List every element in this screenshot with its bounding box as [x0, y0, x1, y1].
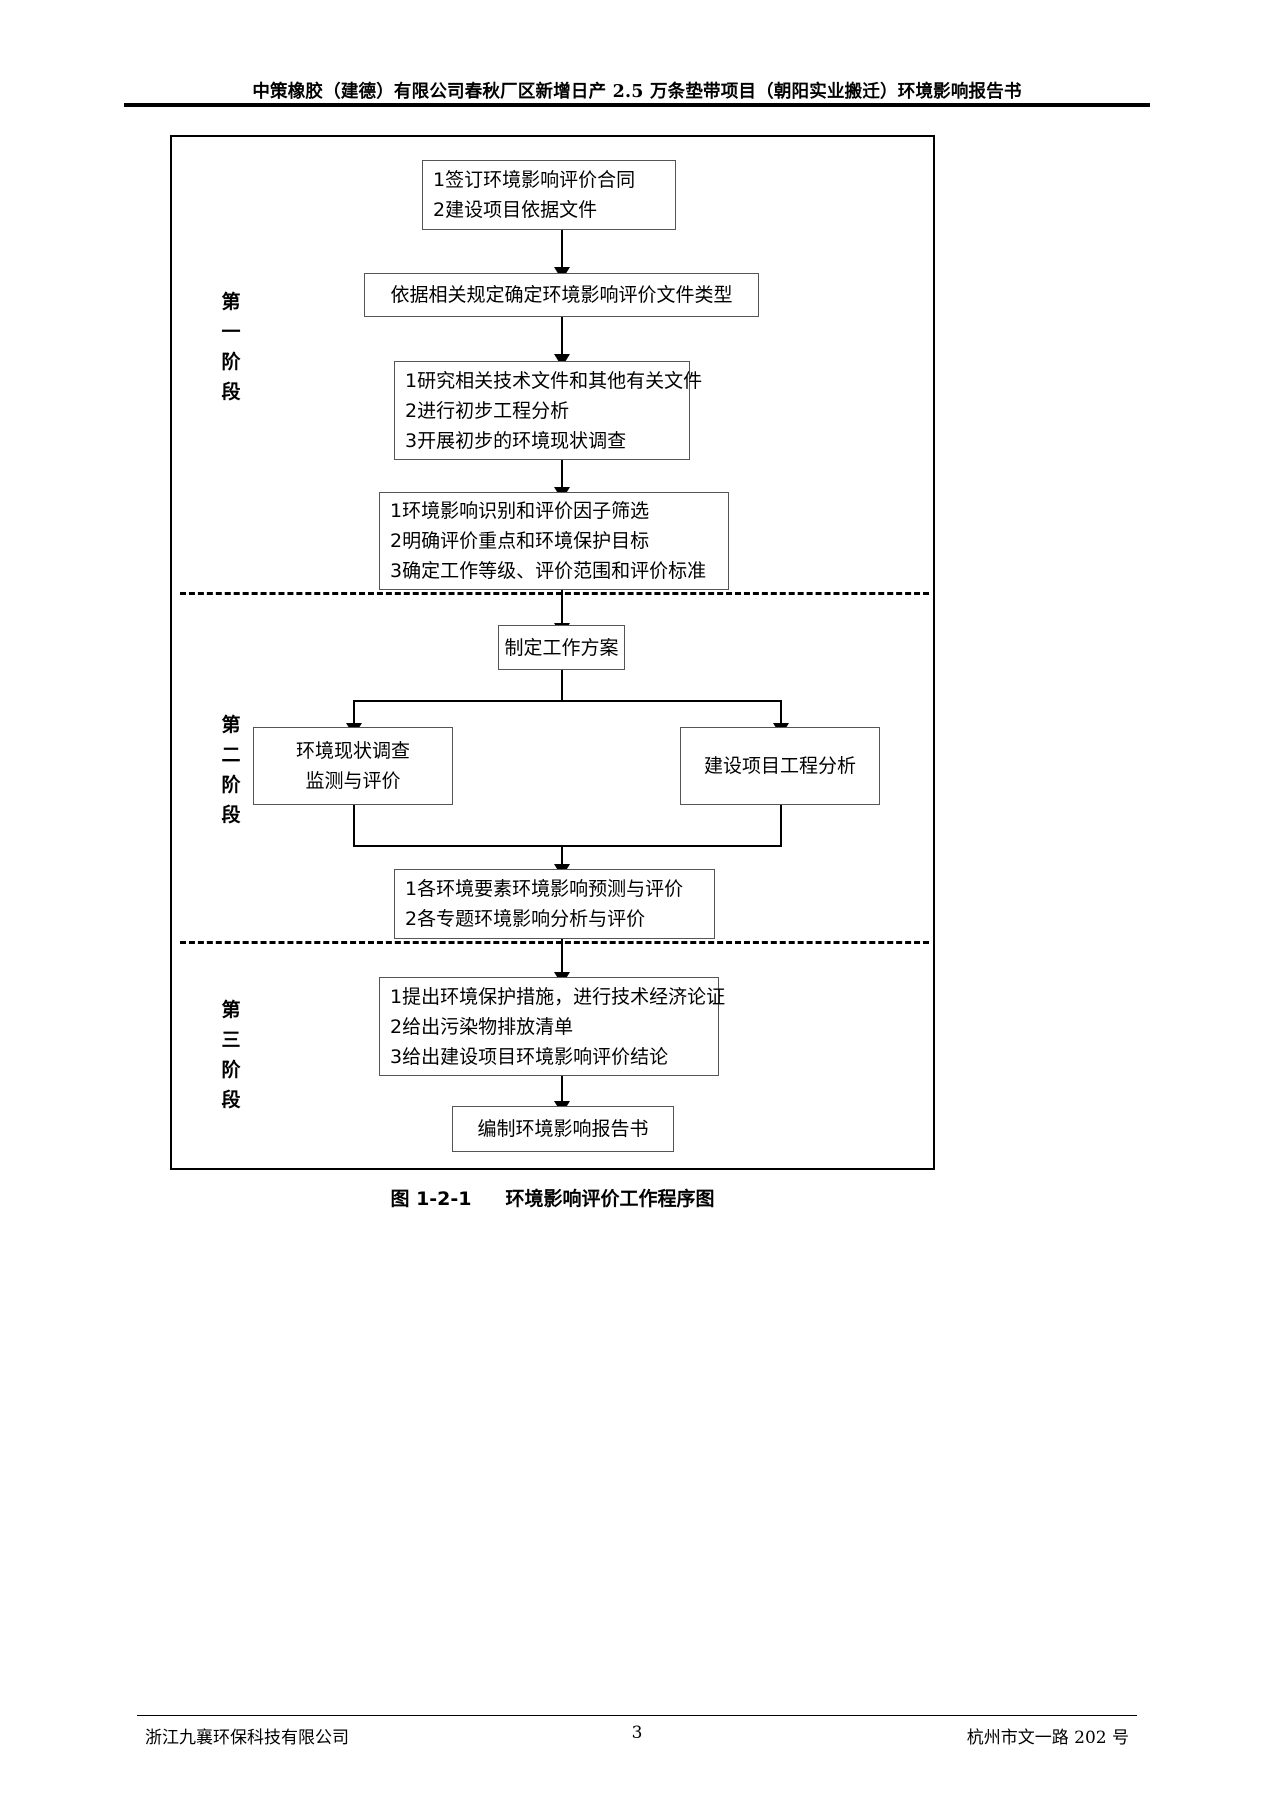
- measures-node-line-1: 2给出污染物排放清单: [390, 1015, 574, 1038]
- stage-3-char-2: 阶: [221, 1059, 241, 1081]
- preliminary-study-node-line-0: 1研究相关技术文件和其他有关文件: [405, 369, 703, 392]
- stage-1-char-0: 第: [221, 291, 241, 313]
- connector-3-4: [561, 460, 563, 493]
- page-footer: 浙江九襄环保科技有限公司 3 杭州市文一路 202 号: [137, 1723, 1137, 1753]
- contract-node[interactable]: 1签订环境影响评价合同 2建设项目依据文件: [422, 160, 676, 230]
- doc-type-node-line-0: 依据相关规定确定环境影响评价文件类型: [390, 284, 733, 306]
- stage-3-char-3: 段: [221, 1089, 241, 1111]
- connector-bus-left: [353, 700, 355, 729]
- prediction-node-line-1: 2各专题环境影响分析与评价: [405, 908, 646, 930]
- work-plan-node[interactable]: 制定工作方案: [498, 625, 625, 670]
- engineering-analysis-node[interactable]: 建设项目工程分析: [680, 727, 880, 805]
- connector-split-bus: [353, 700, 782, 702]
- header-title: 中策橡胶（建德）有限公司春秋厂区新增日产 2.5 万条垫带项目（朝阳实业搬迁）环…: [252, 82, 1022, 102]
- connector-5-bus: [561, 670, 563, 701]
- figure-caption-number: 图 1-2-1: [390, 1188, 472, 1210]
- stage-3-char-1: 三: [221, 1029, 241, 1051]
- connector-merge-bus: [353, 845, 782, 847]
- identification-node[interactable]: 1环境影响识别和评价因子筛选 2明确评价重点和环境保护目标 3确定工作等级、评价…: [379, 492, 729, 590]
- contract-node-line-0: 1签订环境影响评价合同: [433, 169, 636, 191]
- connector-2-3: [561, 317, 563, 360]
- footer-page-number: 3: [631, 1723, 643, 1743]
- report-node-line-0: 编制环境影响报告书: [477, 1118, 649, 1140]
- figure-caption-text: 环境影响评价工作程序图: [505, 1188, 715, 1210]
- stage-2-char-1: 二: [221, 744, 241, 766]
- measures-node-line-0: 1提出环境保护措施，进行技术经济论证: [390, 985, 726, 1008]
- contract-node-line-1: 2建设项目依据文件: [433, 199, 598, 221]
- status-survey-node[interactable]: 环境现状调查 监测与评价: [253, 727, 453, 805]
- prediction-node[interactable]: 1各环境要素环境影响预测与评价 2各专题环境影响分析与评价: [394, 869, 715, 939]
- status-survey-node-line-0: 环境现状调查: [295, 740, 410, 762]
- connector-9-10: [561, 1076, 563, 1107]
- footer-address: 杭州市文一路 202 号: [966, 1728, 1129, 1748]
- status-survey-node-line-1: 监测与评价: [305, 770, 401, 792]
- measures-node-line-2: 3给出建设项目环境影响评价结论: [390, 1045, 669, 1068]
- connector-right-merge: [780, 805, 782, 847]
- measures-node[interactable]: 1提出环境保护措施，进行技术经济论证 2给出污染物排放清单 3给出建设项目环境影…: [379, 977, 725, 1076]
- stage-2-char-3: 段: [221, 804, 241, 826]
- work-plan-node-line-0: 制定工作方案: [504, 636, 619, 659]
- figure-caption: 图 1-2-1 环境影响评价工作程序图: [170, 1184, 935, 1211]
- prediction-node-line-0: 1各环境要素环境影响预测与评价: [405, 878, 684, 900]
- preliminary-study-node-line-1: 2进行初步工程分析: [405, 399, 570, 422]
- stage-separator-2: [180, 941, 929, 944]
- header-divider-thick: [124, 103, 1150, 107]
- stage-label-1: 第 一 阶 段: [216, 287, 246, 407]
- connector-merge-down: [561, 845, 563, 870]
- stage-3-char-0: 第: [221, 999, 241, 1021]
- connector-8-9: [561, 939, 563, 978]
- footer-divider: [137, 1715, 1137, 1717]
- report-node[interactable]: 编制环境影响报告书: [452, 1106, 674, 1152]
- stage-2-char-0: 第: [221, 714, 241, 736]
- stage-1-char-3: 段: [221, 381, 241, 403]
- flowchart-frame: 第 一 阶 段 第 二 阶 段 第 三 阶 段 1签订环境影响评价合同 2建设项…: [170, 135, 935, 1170]
- connector-bus-right: [780, 700, 782, 729]
- identification-node-line-1: 2明确评价重点和环境保护目标: [390, 530, 650, 552]
- identification-node-line-0: 1环境影响识别和评价因子筛选: [390, 500, 650, 522]
- stage-separator-1: [180, 592, 929, 595]
- connector-left-merge: [353, 805, 355, 847]
- connector-1-2: [561, 230, 563, 273]
- preliminary-study-node[interactable]: 1研究相关技术文件和其他有关文件 2进行初步工程分析 3开展初步的环境现状调查: [394, 361, 702, 460]
- page-header: 中策橡胶（建德）有限公司春秋厂区新增日产 2.5 万条垫带项目（朝阳实业搬迁）环…: [137, 78, 1137, 103]
- doc-type-node[interactable]: 依据相关规定确定环境影响评价文件类型: [364, 273, 759, 317]
- identification-node-line-2: 3确定工作等级、评价范围和评价标准: [390, 560, 707, 582]
- engineering-analysis-node-line-0: 建设项目工程分析: [703, 755, 856, 777]
- footer-company: 浙江九襄环保科技有限公司: [145, 1728, 349, 1748]
- stage-1-char-1: 一: [221, 321, 241, 343]
- stage-label-3: 第 三 阶 段: [216, 995, 246, 1115]
- stage-1-char-2: 阶: [221, 351, 241, 373]
- stage-label-2: 第 二 阶 段: [216, 710, 246, 830]
- connector-4-5: [561, 590, 563, 629]
- preliminary-study-node-line-2: 3开展初步的环境现状调查: [405, 429, 627, 452]
- stage-2-char-2: 阶: [221, 774, 241, 796]
